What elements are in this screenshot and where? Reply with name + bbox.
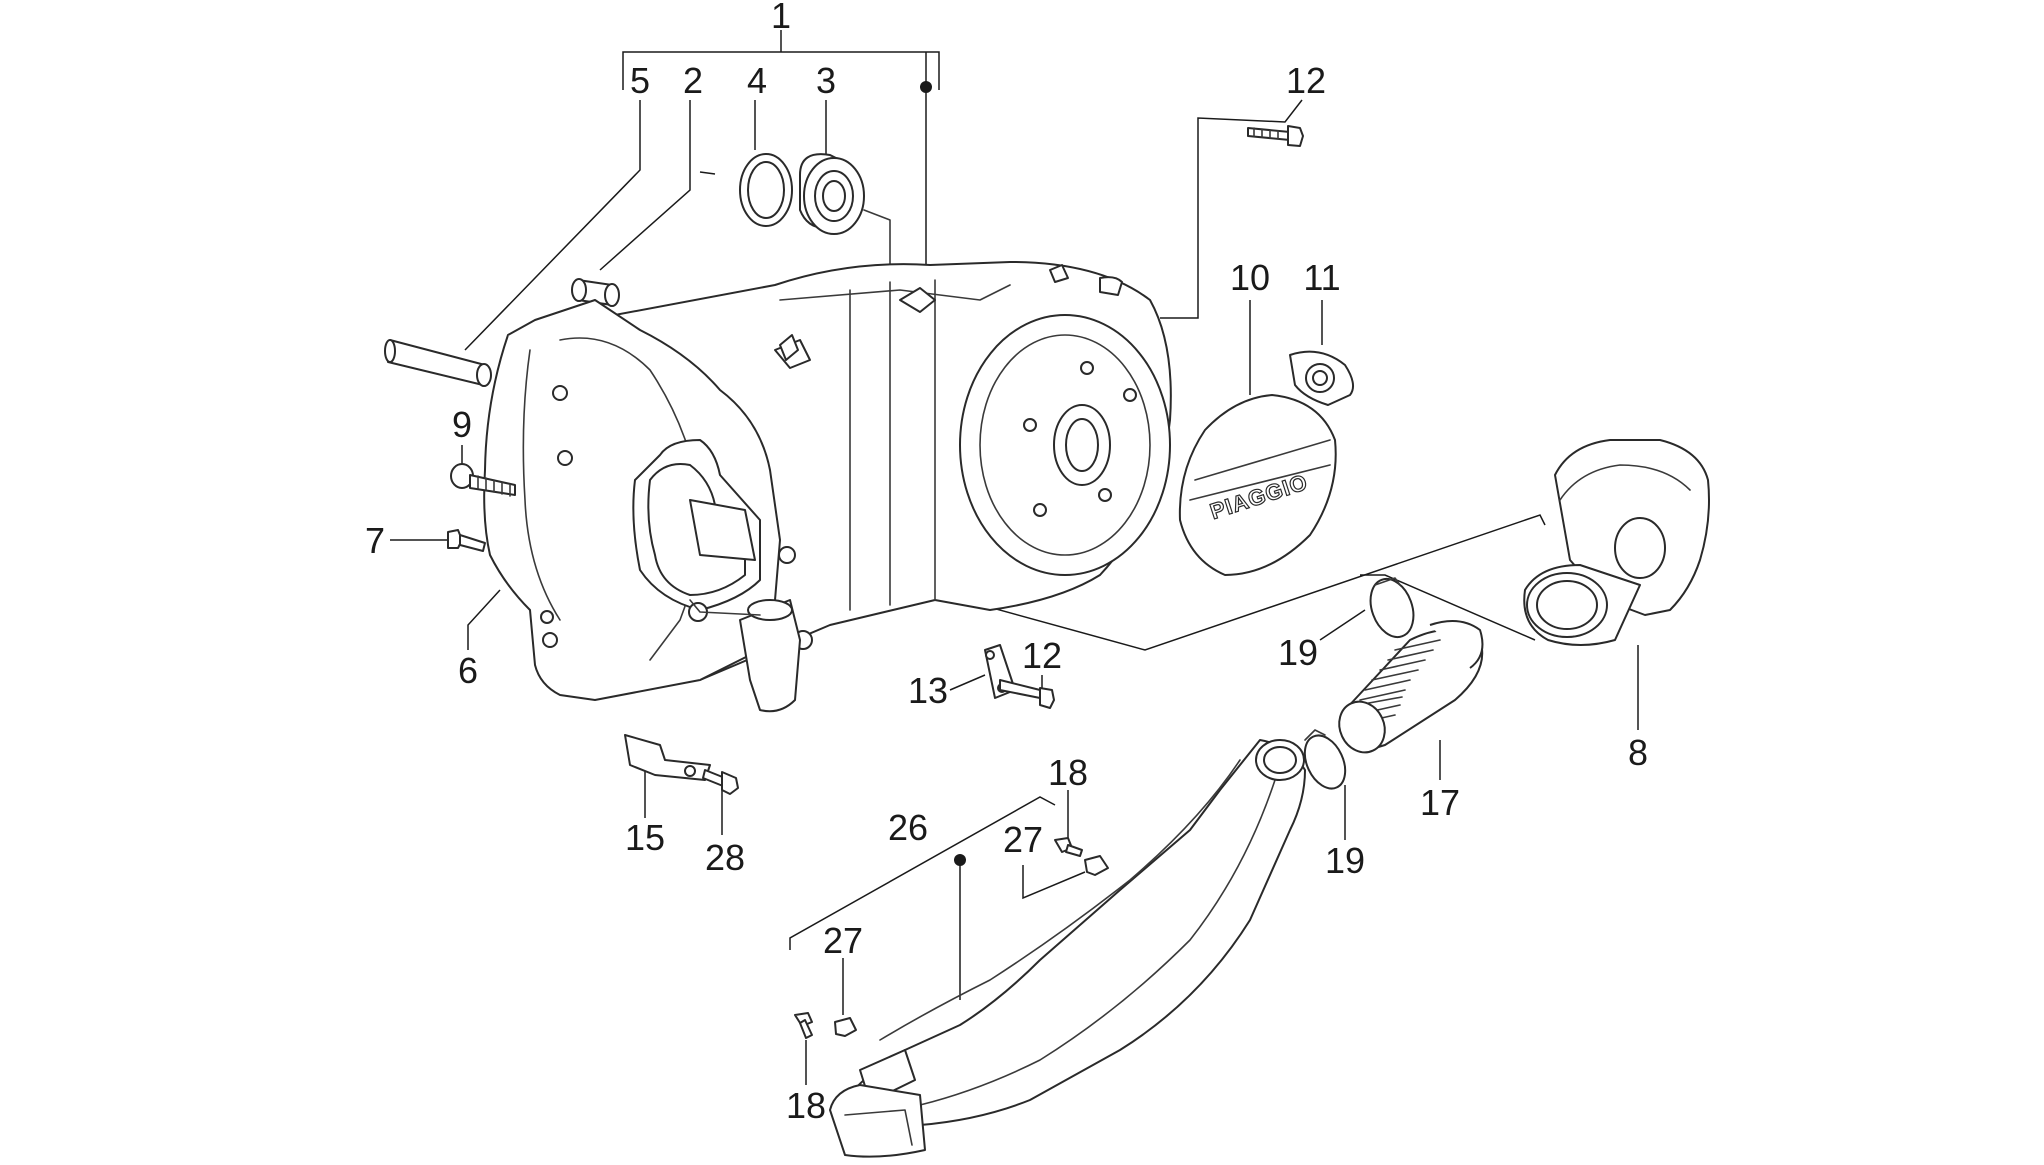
bearing-part-3 — [799, 153, 891, 291]
screw-part-9 — [450, 463, 516, 497]
callout-10: 10 — [1230, 257, 1270, 298]
callout-13: 13 — [908, 670, 948, 711]
bolt-part-12-bottom — [999, 679, 1055, 709]
hub-cap-part-11 — [1289, 350, 1355, 406]
clip-nut-part-27-bottom — [834, 1017, 857, 1037]
bracket-part-26 — [789, 796, 1056, 950]
transmission-cover-part-1 — [483, 261, 1172, 713]
logo-cover-part-10: PIAGGIO — [1178, 394, 1337, 576]
callout-26: 26 — [888, 807, 928, 848]
callout-12-bottom: 12 — [1022, 635, 1062, 676]
callout-8: 8 — [1628, 732, 1648, 773]
leader-part-27-top — [1022, 865, 1086, 900]
bellows-hose-part-17 — [1338, 620, 1484, 754]
bracket-part-1 — [622, 51, 940, 90]
circlip-part-4 — [699, 153, 793, 227]
hose-clamp-part-19-bottom — [1303, 729, 1347, 790]
callout-18-bottom: 18 — [786, 1085, 826, 1126]
callout-15: 15 — [625, 817, 665, 858]
bracket-part-15 — [624, 734, 711, 781]
hose-clamp-part-19-top — [1369, 577, 1415, 639]
bush-part-2 — [571, 278, 620, 307]
callout-17: 17 — [1420, 782, 1460, 823]
bullet-dot-1 — [920, 81, 932, 93]
callout-2: 2 — [683, 60, 703, 101]
leader-part-8-bracket — [1360, 574, 1536, 641]
callout-3: 3 — [816, 60, 836, 101]
leader-part-13 — [949, 674, 986, 691]
callout-18-top: 18 — [1048, 752, 1088, 793]
leader-part-5 — [464, 100, 641, 351]
bullet-dot-26 — [954, 854, 966, 866]
leader-part-12-top — [1160, 99, 1303, 319]
intake-duct-part-26 — [829, 739, 1306, 1158]
callout-5: 5 — [630, 60, 650, 101]
callout-19-bottom: 19 — [1325, 840, 1365, 881]
callout-28: 28 — [705, 837, 745, 878]
leader-part-6 — [467, 589, 501, 650]
leader-part-19-top — [1319, 609, 1366, 641]
callout-7: 7 — [365, 520, 385, 561]
pin-part-5 — [384, 339, 492, 387]
callout-9: 9 — [452, 404, 472, 445]
screw-part-28 — [702, 769, 739, 795]
clip-nut-part-27-top — [1084, 855, 1109, 876]
callout-labels: 1 5 2 4 3 12 10 11 9 7 6 13 12 19 8 17 1… — [365, 0, 1648, 1126]
callout-4: 4 — [747, 60, 767, 101]
callout-19-top: 19 — [1278, 632, 1318, 673]
callout-6: 6 — [458, 650, 478, 691]
screw-part-7 — [447, 529, 486, 552]
callout-27-top: 27 — [1003, 819, 1043, 860]
leader-part-2 — [599, 100, 691, 271]
screw-part-18-bottom — [794, 1012, 813, 1039]
screw-part-12-top — [1247, 125, 1304, 147]
screw-part-18-top — [1054, 837, 1083, 857]
leader-lines — [390, 30, 1639, 1085]
callout-1: 1 — [771, 0, 791, 36]
callout-11: 11 — [1303, 257, 1340, 298]
air-duct-part-8 — [1523, 439, 1710, 646]
callout-27-bottom: 27 — [823, 920, 863, 961]
callout-12-top: 12 — [1286, 60, 1326, 101]
